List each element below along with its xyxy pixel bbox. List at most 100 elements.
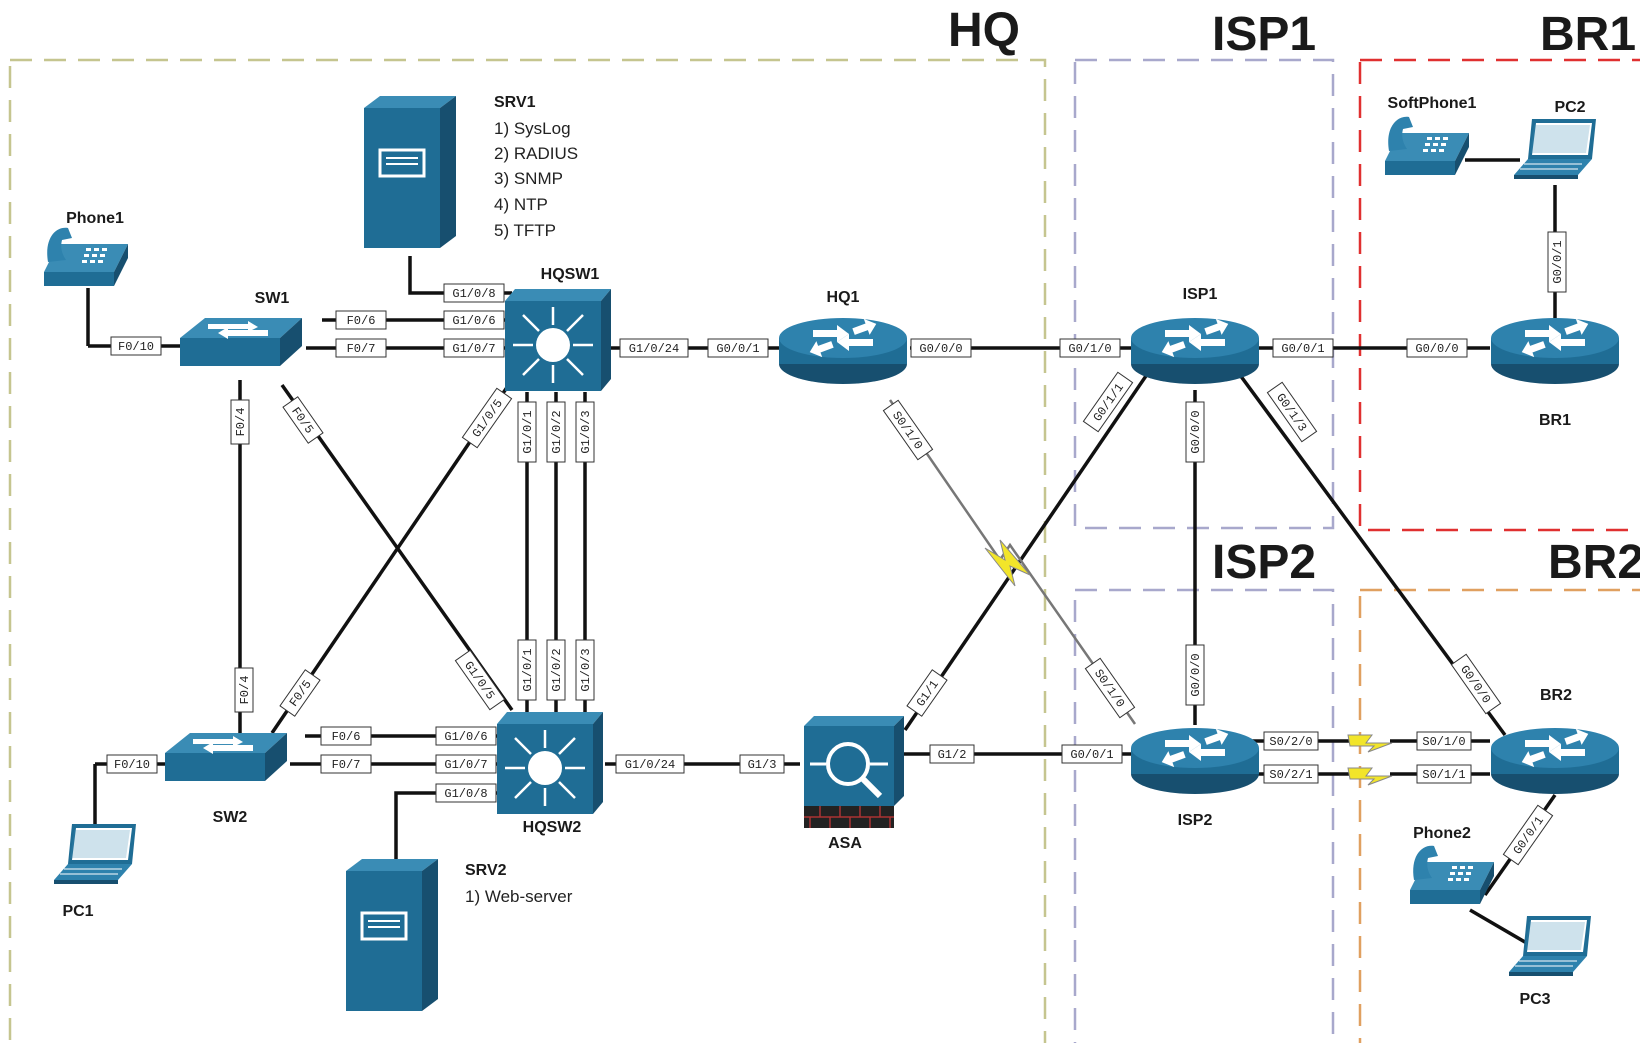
port-label: G1/0/1 xyxy=(517,401,537,463)
pc2-laptop-icon[interactable] xyxy=(1513,118,1597,180)
port-label: F0/4 xyxy=(234,667,254,713)
port-label: G1/0/6 xyxy=(435,726,497,746)
port-label-text: G0/0/0 xyxy=(1189,653,1203,696)
port-label-text: F0/7 xyxy=(332,758,361,772)
zone-br2-title: BR2 xyxy=(1548,536,1640,589)
port-label-text: F0/10 xyxy=(114,758,150,772)
port-label: G0/0/1 xyxy=(1502,804,1554,866)
port-label: F0/6 xyxy=(335,310,387,330)
pc1-laptop-icon[interactable] xyxy=(53,823,137,885)
port-label-text: S0/1/1 xyxy=(1422,768,1465,782)
isp1-label: ISP1 xyxy=(1183,286,1218,303)
port-label: G0/0/0 xyxy=(1185,644,1205,706)
port-label-text: S0/2/0 xyxy=(1269,735,1312,749)
srv2-service-1: 1) Web-server xyxy=(465,887,573,906)
port-label: G1/2 xyxy=(929,744,975,764)
port-label: F0/4 xyxy=(230,399,250,445)
port-label-text: G1/0/3 xyxy=(579,648,593,691)
zone-hq-title: HQ xyxy=(948,4,1020,57)
sw1-switch-icon[interactable] xyxy=(180,318,302,366)
phone2-label: Phone2 xyxy=(1413,825,1471,842)
srv1-service-4: 4) NTP xyxy=(494,195,548,214)
br2-router-icon[interactable] xyxy=(1491,725,1619,794)
port-label: G1/0/3 xyxy=(575,639,595,701)
port-label-text: G1/0/1 xyxy=(521,648,535,691)
port-label: G0/1/3 xyxy=(1266,381,1318,443)
pc3-laptop-icon[interactable] xyxy=(1508,915,1592,977)
port-label-text: F0/4 xyxy=(234,408,248,437)
port-label: S0/1/1 xyxy=(1416,764,1472,784)
port-label: F0/7 xyxy=(320,754,372,774)
pc1-label: PC1 xyxy=(62,903,93,920)
isp2-router-icon[interactable] xyxy=(1131,725,1259,794)
hqsw2-multilayer-switch-icon[interactable] xyxy=(495,710,605,816)
phone2-phone-icon[interactable] xyxy=(1410,845,1494,904)
port-label-text: F0/6 xyxy=(332,730,361,744)
port-label-text: G1/0/8 xyxy=(444,787,487,801)
port-label: G0/0/1 xyxy=(707,338,769,358)
port-label-text: G0/0/0 xyxy=(1189,410,1203,453)
pc3-label: PC3 xyxy=(1519,991,1550,1008)
port-label: S0/1/0 xyxy=(882,399,934,461)
port-label: G0/1/0 xyxy=(1059,338,1121,358)
srv1-service-2: 2) RADIUS xyxy=(494,144,578,163)
port-label: G1/3 xyxy=(739,754,785,774)
hq1-label: HQ1 xyxy=(827,289,860,306)
hq1-router-icon[interactable] xyxy=(779,315,907,384)
port-label-text: G0/0/0 xyxy=(919,342,962,356)
port-label-text: G1/2 xyxy=(938,748,967,762)
port-label-text: G1/0/8 xyxy=(452,287,495,301)
port-label: S0/1/0 xyxy=(1084,657,1136,719)
isp1-router-icon[interactable] xyxy=(1131,315,1259,384)
port-label: G0/0/0 xyxy=(1185,401,1205,463)
port-label-text: F0/4 xyxy=(238,676,252,705)
softphone1-label: SoftPhone1 xyxy=(1388,95,1477,112)
srv2-server-icon[interactable] xyxy=(344,857,440,1013)
hqsw1-multilayer-switch-icon[interactable] xyxy=(503,287,613,393)
port-label: S0/1/0 xyxy=(1416,731,1472,751)
port-label: F0/5 xyxy=(282,396,324,444)
port-label-text: G0/0/1 xyxy=(1551,240,1565,283)
port-label-text: G0/1/0 xyxy=(1068,342,1111,356)
port-label-text: F0/6 xyxy=(347,314,376,328)
zone-isp2-boundary xyxy=(1073,588,1335,1043)
hqsw2-label: HQSW2 xyxy=(523,819,582,836)
port-label: G1/0/24 xyxy=(619,338,689,358)
zone-isp1-title: ISP1 xyxy=(1212,8,1316,61)
hqsw1-label: HQSW1 xyxy=(541,266,600,283)
zone-br1-title: BR1 xyxy=(1540,8,1636,61)
softphone1-phone-icon[interactable] xyxy=(1385,116,1469,175)
srv1-label: SRV1 xyxy=(494,94,536,111)
port-label-text: G1/0/6 xyxy=(444,730,487,744)
pc2-label: PC2 xyxy=(1554,99,1585,116)
serial-bolt-br2-b xyxy=(1347,767,1393,786)
sw1-label: SW1 xyxy=(255,290,290,307)
port-label: G1/0/7 xyxy=(443,338,505,358)
br1-label: BR1 xyxy=(1539,412,1571,429)
asa-firewall-icon[interactable] xyxy=(804,716,904,828)
zone-isp1-boundary xyxy=(1073,58,1335,530)
port-label: G1/0/2 xyxy=(546,401,566,463)
port-label-text: S0/2/1 xyxy=(1269,768,1312,782)
zone-br1-boundary xyxy=(1358,58,1640,532)
srv1-server-icon[interactable] xyxy=(362,94,458,250)
port-label: G1/0/24 xyxy=(615,754,685,774)
port-label-text: G1/0/2 xyxy=(550,648,564,691)
zone-hq-boundary xyxy=(8,58,1047,1043)
sw2-switch-icon[interactable] xyxy=(165,733,287,781)
port-label-text: G1/0/24 xyxy=(625,758,675,772)
port-label-text: G1/0/2 xyxy=(550,410,564,453)
link-asa-isp1 xyxy=(903,369,1152,731)
phone1-phone-icon[interactable] xyxy=(44,227,128,286)
port-label: F0/5 xyxy=(279,669,321,717)
port-label-text: G1/0/7 xyxy=(452,342,495,356)
port-label: G1/0/8 xyxy=(435,783,497,803)
br1-router-icon[interactable] xyxy=(1491,315,1619,384)
port-label: G1/0/3 xyxy=(575,401,595,463)
port-label: S0/2/1 xyxy=(1263,764,1319,784)
port-label: G1/0/6 xyxy=(443,310,505,330)
link-srv2-hqsw2 xyxy=(394,791,505,866)
port-label: G0/0/1 xyxy=(1061,744,1123,764)
asa-label: ASA xyxy=(828,835,862,852)
